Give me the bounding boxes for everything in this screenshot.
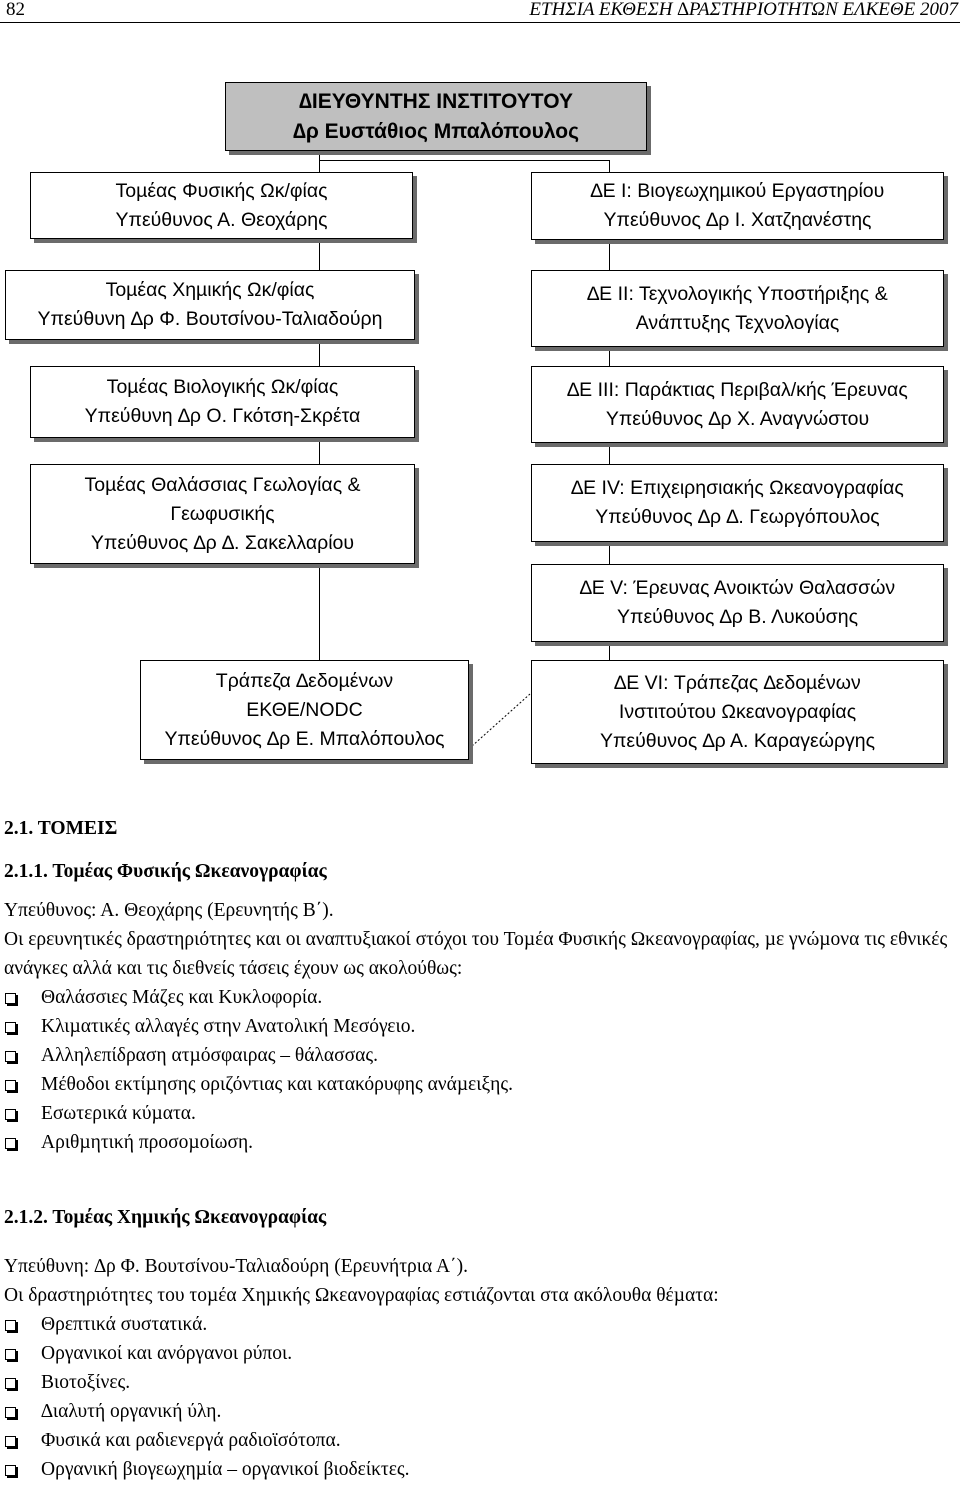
list-item-text: Κλιµατικές αλλαγές στην Ανατολική Μεσόγε… xyxy=(41,1016,416,1037)
list-item: Αλληλεπίδραση ατµόσφαιρας – θάλασσας. xyxy=(4,1041,956,1070)
topics-list: Θαλάσσιες Μάζες και Κυκλοφορία. Κλιµατικ… xyxy=(4,983,956,1157)
list-item: Οργανική βιογεωχηµία – οργανικοί βιοδείκ… xyxy=(4,1455,956,1484)
box-line: ∆Ε V: Έρευνας Ανοικτών Θαλασσών xyxy=(579,577,896,599)
databank-box: Τράπεζα ∆εδοµένων ΕΚΘΕ/NODC Υπεύθυνος ∆ρ… xyxy=(140,660,469,760)
checkbox-bullet-icon xyxy=(5,1349,16,1360)
dotted-link xyxy=(471,693,531,747)
box-line: Τοµέας Χηµικής Ωκ/φίας xyxy=(105,279,315,301)
checkbox-bullet-icon xyxy=(5,1407,16,1418)
responsible-line: Υπεύθυνος: Α. Θεοχάρης (Ερευνητής Β΄). xyxy=(4,900,334,921)
box-line: ∆Ε VI: Τράπεζας ∆εδοµένων xyxy=(614,671,861,694)
list-item: Θαλάσσιες Μάζες και Κυκλοφορία. xyxy=(4,983,956,1012)
connector-director-stem xyxy=(319,152,320,172)
box-line: Ινστιτούτου Ωκεανογραφίας xyxy=(618,700,857,723)
running-title: ΕΤΗΣΙΑ ΕΚΘΕΣΗ ∆ΡΑΣΤΗΡΙΟΤΗΤΩΝ ΕΛΚΕΘΕ 2007 xyxy=(529,0,958,20)
sector-chemical-box: Τοµέας Χηµικής Ωκ/φίας Υπεύθυνη ∆ρ Φ. Βο… xyxy=(5,270,415,340)
checkbox-bullet-icon xyxy=(5,993,16,1004)
box-line: Υπεύθυνος Α. Θεοχάρης xyxy=(115,208,328,231)
list-item: Εσωτερικά κύµατα. xyxy=(4,1099,956,1128)
list-item: Μέθοδοι εκτίµησης οριζόντιας και κατακόρ… xyxy=(4,1070,956,1099)
list-item-text: Θαλάσσιες Μάζες και Κυκλοφορία. xyxy=(41,987,323,1008)
box-line: Υπεύθυνος ∆ρ Α. Καραγεώργης xyxy=(599,729,876,752)
checkbox-bullet-icon xyxy=(5,1138,16,1149)
unit-de6-box: ∆Ε VI: Τράπεζας ∆εδοµένων Ινστιτούτου Ωκ… xyxy=(531,660,944,764)
connector-top-bar xyxy=(319,160,609,161)
list-item-text: Οργανική βιογεωχηµία – οργανικοί βιοδείκ… xyxy=(41,1459,410,1480)
box-line: Τοµέας Βιολογικής Ωκ/φίας xyxy=(106,376,339,398)
checkbox-bullet-icon xyxy=(5,1436,16,1447)
intro-paragraph: Οι δραστηριότητες του τοµέα Χηµικής Ωκεα… xyxy=(4,1285,719,1306)
box-line: Υπεύθυνη ∆ρ Ο. Γκότση-Σκρέτα xyxy=(84,405,361,427)
list-item-text: Φυσικά και ραδιενεργά ραδιοϊσότοπα. xyxy=(41,1430,341,1451)
checkbox-bullet-icon xyxy=(5,1051,16,1062)
director-name: ∆ρ Ευστάθιος Μπαλόπουλος xyxy=(292,119,579,143)
sector-physical-box: Τοµέας Φυσικής Ωκ/φίας Υπεύθυνος Α. Θεοχ… xyxy=(30,172,413,239)
list-item-text: Αλληλεπίδραση ατµόσφαιρας – θάλασσας. xyxy=(41,1045,378,1066)
box-line: Ανάπτυξης Τεχνολογίας xyxy=(635,311,840,334)
box-line: Υπεύθυνος ∆ρ Χ. Αναγνώστου xyxy=(605,407,870,430)
list-item-text: Οργανικοί και ανόργανοι ρύποι. xyxy=(41,1343,293,1364)
list-item-text: Αριθµητική προσοµοίωση. xyxy=(41,1132,254,1153)
list-item: ∆ιαλυτή οργανική ύλη. xyxy=(4,1397,956,1426)
list-item: Φυσικά και ραδιενεργά ραδιοϊσότοπα. xyxy=(4,1426,956,1455)
sector-biological-box: Τοµέας Βιολογικής Ωκ/φίας Υπεύθυνη ∆ρ Ο.… xyxy=(30,366,415,438)
page-header: 82 ΕΤΗΣΙΑ ΕΚΘΕΣΗ ∆ΡΑΣΤΗΡΙΟΤΗΤΩΝ ΕΛΚΕΘΕ 2… xyxy=(0,0,960,23)
unit-de4-box: ∆Ε ΙV: Επιχειρησιακής Ωκεανογραφίας Υπεύ… xyxy=(531,464,944,542)
checkbox-bullet-icon xyxy=(5,1378,16,1389)
box-line: Υπεύθυνος ∆ρ Β. Λυκούσης xyxy=(617,606,858,628)
box-line: Τοµέας Θαλάσσιας Γεωλογίας & xyxy=(84,473,361,496)
list-item: Θρεπτικά συστατικά. xyxy=(4,1310,956,1339)
director-title: ∆ΙΕΥΘΥΝΤΗΣ ΙΝΣΤΙΤΟΥΤΟΥ xyxy=(299,89,573,113)
list-item-text: ∆ιαλυτή οργανική ύλη. xyxy=(41,1401,222,1422)
box-line: ∆Ε ΙΙΙ: Παράκτιας Περιβαλ/κής Έρευνας xyxy=(567,378,908,401)
unit-de3-box: ∆Ε ΙΙΙ: Παράκτιας Περιβαλ/κής Έρευνας Υπ… xyxy=(531,366,944,443)
sector-geology-box: Τοµέας Θαλάσσιας Γεωλογίας & Γεωφυσικής … xyxy=(30,464,415,564)
checkbox-bullet-icon xyxy=(5,1465,16,1476)
box-line: Γεωφυσικής xyxy=(170,502,275,525)
topics-list: Θρεπτικά συστατικά. Οργανικοί και ανόργα… xyxy=(4,1310,956,1484)
page-number: 82 xyxy=(6,0,25,20)
box-line: ∆Ε ΙV: Επιχειρησιακής Ωκεανογραφίας xyxy=(571,477,904,499)
box-line: Τράπεζα ∆εδοµένων xyxy=(215,669,394,692)
box-line: Υπεύθυνος ∆ρ ∆. Σακελλαρίου xyxy=(90,531,355,554)
box-line: Υπεύθυνος ∆ρ Ι. Χατζηανέστης xyxy=(603,209,872,231)
box-line: ∆Ε Ι: Βιογεωχηµικού Εργαστηρίου xyxy=(590,180,885,202)
connector-left-trunk xyxy=(319,240,320,660)
list-item-text: Εσωτερικά κύµατα. xyxy=(41,1103,196,1124)
intro-paragraph: Οι ερευνητικές δραστηριότητες και οι ανα… xyxy=(4,929,948,979)
box-line: ΕΚΘΕ/NODC xyxy=(246,698,363,721)
box-line: Τοµέας Φυσικής Ωκ/φίας xyxy=(115,179,328,202)
section-body: 2.1. ΤΟΜΕΙΣ 2.1.1. Τοµέας Φυσικής Ωκεανο… xyxy=(4,814,956,1484)
list-item-text: Βιοτοξίνες. xyxy=(41,1372,131,1393)
list-item-text: Θρεπτικά συστατικά. xyxy=(41,1314,208,1335)
box-line: Υπεύθυνη ∆ρ Φ. Βουτσίνου-Ταλιαδούρη xyxy=(37,308,383,330)
unit-de2-box: ∆Ε ΙΙ: Τεχνολογικής Υποστήριξης & Ανάπτυ… xyxy=(531,270,944,347)
box-line: Υπεύθυνος ∆ρ ∆. Γεωργόπουλος xyxy=(595,506,880,528)
section-heading: 2.1. ΤΟΜΕΙΣ xyxy=(4,818,118,839)
box-line: ∆Ε ΙΙ: Τεχνολογικής Υποστήριξης & xyxy=(587,282,888,305)
checkbox-bullet-icon xyxy=(5,1109,16,1120)
list-item: Βιοτοξίνες. xyxy=(4,1368,956,1397)
subsection-heading-chemical: 2.1.2. Τοµέας Χηµικής Ωκεανογραφίας xyxy=(4,1207,327,1228)
unit-de1-box: ∆Ε Ι: Βιογεωχηµικού Εργαστηρίου Υπεύθυνο… xyxy=(531,172,944,240)
director-box: ∆ΙΕΥΘΥΝΤΗΣ ΙΝΣΤΙΤΟΥΤΟΥ ∆ρ Ευστάθιος Μπαλ… xyxy=(225,82,647,151)
subsection-heading-physical: 2.1.1. Τοµέας Φυσικής Ωκεανογραφίας xyxy=(4,861,327,882)
checkbox-bullet-icon xyxy=(5,1080,16,1091)
list-item: Αριθµητική προσοµοίωση. xyxy=(4,1128,956,1157)
responsible-line: Υπεύθυνη: ∆ρ Φ. Βουτσίνου-Ταλιαδούρη (Ερ… xyxy=(4,1256,468,1277)
list-item-text: Μέθοδοι εκτίµησης οριζόντιας και κατακόρ… xyxy=(41,1074,513,1095)
box-line: Υπεύθυνος ∆ρ Ε. Μπαλόπουλος xyxy=(164,727,445,750)
list-item: Οργανικοί και ανόργανοι ρύποι. xyxy=(4,1339,956,1368)
checkbox-bullet-icon xyxy=(5,1320,16,1331)
checkbox-bullet-icon xyxy=(5,1022,16,1033)
unit-de5-box: ∆Ε V: Έρευνας Ανοικτών Θαλασσών Υπεύθυνο… xyxy=(531,564,944,642)
list-item: Κλιµατικές αλλαγές στην Ανατολική Μεσόγε… xyxy=(4,1012,956,1041)
